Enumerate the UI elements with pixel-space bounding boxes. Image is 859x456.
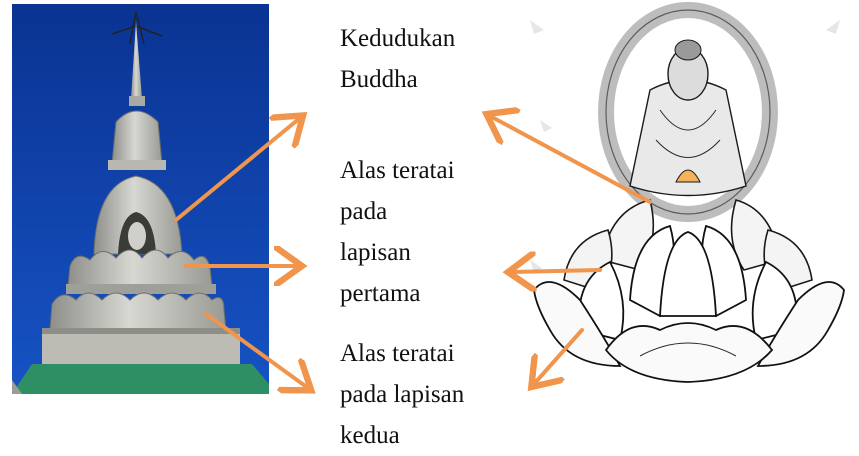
arrow-right-to-lotus-first	[512, 270, 600, 272]
arrow-right-to-buddha-seat	[490, 116, 650, 202]
arrow-right-to-lotus-second	[534, 330, 582, 384]
arrow-left-to-lotus-second	[206, 314, 308, 388]
arrow-left-to-buddha-seat	[176, 118, 300, 220]
